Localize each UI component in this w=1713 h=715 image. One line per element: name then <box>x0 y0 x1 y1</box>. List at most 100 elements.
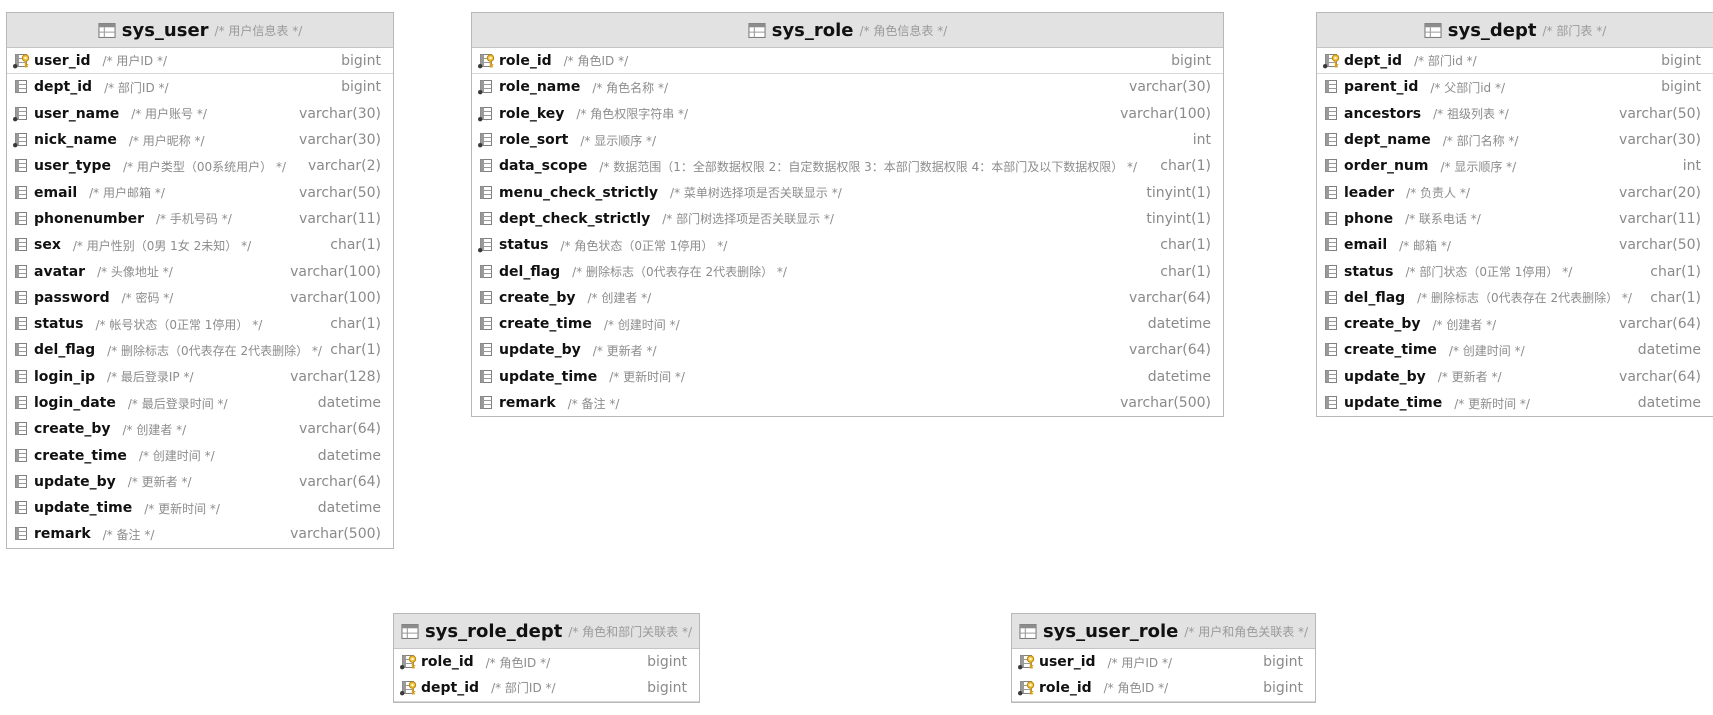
column-icon <box>480 290 492 304</box>
column-icon-wrap <box>477 132 499 148</box>
column-row-data-scope[interactable]: data_scope/* 数据范围（1：全部数据权限 2：自定数据权限 3：本部… <box>472 153 1223 179</box>
table-header[interactable]: sys_role_dept/* 角色和部门关联表 */ <box>394 613 699 649</box>
column-comment: /* 最后登录IP */ <box>107 370 194 385</box>
column-icon-wrap <box>1017 680 1039 696</box>
column-row-update-by[interactable]: update_by/* 更新者 */varchar(64) <box>472 337 1223 363</box>
column-name: parent_id <box>1344 79 1419 96</box>
column-row-remark[interactable]: remark/* 备注 */varchar(500) <box>7 521 393 547</box>
column-comment: /* 角色名称 */ <box>592 80 669 95</box>
column-row-role-sort[interactable]: role_sort/* 显示顺序 */int <box>472 127 1223 153</box>
column-icon <box>15 185 27 199</box>
column-row-user-id[interactable]: user_id/* 用户ID */bigint <box>7 48 393 75</box>
table-sys-dept[interactable]: sys_dept/* 部门表 */dept_id/* 部门id */bigint… <box>1316 12 1713 418</box>
column-name: update_time <box>34 500 133 517</box>
column-row-ancestors[interactable]: ancestors/* 祖级列表 */varchar(50) <box>1317 101 1713 127</box>
column-icon-wrap <box>477 79 499 95</box>
column-row-dept-id[interactable]: dept_id/* 部门ID */bigint <box>7 74 393 100</box>
column-row-role-id[interactable]: role_id/* 角色ID */bigint <box>1012 675 1315 702</box>
column-row-update-by[interactable]: update_by/* 更新者 */varchar(64) <box>7 469 393 495</box>
column-icon-wrap <box>477 53 499 69</box>
column-row-status[interactable]: status/* 帐号状态（0正常 1停用） */char(1) <box>7 311 393 337</box>
table-header[interactable]: sys_dept/* 部门表 */ <box>1317 12 1713 48</box>
required-column-icon <box>478 80 492 95</box>
column-row-email[interactable]: email/* 用户邮箱 */varchar(50) <box>7 179 393 205</box>
column-row-del-flag[interactable]: del_flag/* 删除标志（0代表存在 2代表删除） */char(1) <box>472 258 1223 284</box>
table-header[interactable]: sys_user/* 用户信息表 */ <box>7 12 393 48</box>
column-row-leader[interactable]: leader/* 负责人 */varchar(20) <box>1317 179 1713 205</box>
column-row-role-id[interactable]: role_id/* 角色ID */bigint <box>472 48 1223 75</box>
column-row-login-date[interactable]: login_date/* 最后登录时间 */datetime <box>7 390 393 416</box>
column-row-dept-id[interactable]: dept_id/* 部门id */bigint <box>1317 48 1713 75</box>
column-row-order-num[interactable]: order_num/* 显示顺序 */int <box>1317 153 1713 179</box>
column-row-user-id[interactable]: user_id/* 用户ID */bigint <box>1012 649 1315 675</box>
column-row-avatar[interactable]: avatar/* 头像地址 */varchar(100) <box>7 258 393 284</box>
column-icon <box>15 211 27 225</box>
column-row-nick-name[interactable]: nick_name/* 用户昵称 */varchar(30) <box>7 127 393 153</box>
column-row-user-name[interactable]: user_name/* 用户账号 */varchar(30) <box>7 101 393 127</box>
column-row-dept-id[interactable]: dept_id/* 部门ID */bigint <box>394 675 699 702</box>
column-comment: /* 用户邮箱 */ <box>89 186 165 201</box>
table-sys-user[interactable]: sys_user/* 用户信息表 */user_id/* 用户ID */bigi… <box>6 12 394 549</box>
column-icon-wrap <box>477 290 499 306</box>
column-comment: /* 创建时间 */ <box>1448 343 1525 358</box>
column-row-remark[interactable]: remark/* 备注 */varchar(500) <box>472 390 1223 416</box>
column-type: varchar(100) <box>290 289 381 306</box>
column-row-user-type[interactable]: user_type/* 用户类型（00系统用户） */varchar(2) <box>7 153 393 179</box>
column-type: char(1) <box>1650 263 1701 280</box>
column-name: user_type <box>34 158 112 175</box>
column-type: bigint <box>1661 79 1701 96</box>
column-row-status[interactable]: status/* 部门状态（0正常 1停用） */char(1) <box>1317 258 1713 284</box>
table-sys-user-role[interactable]: sys_user_role/* 用户和角色关联表 */user_id/* 用户I… <box>1011 613 1316 703</box>
table-sys-role[interactable]: sys_role/* 角色信息表 */role_id/* 角色ID */bigi… <box>471 12 1224 418</box>
column-row-create-time[interactable]: create_time/* 创建时间 */datetime <box>1317 337 1713 363</box>
column-row-role-key[interactable]: role_key/* 角色权限字符串 */varchar(100) <box>472 101 1223 127</box>
column-name: remark <box>499 395 556 411</box>
column-icon-wrap <box>477 264 499 280</box>
column-row-menu-check-strictly[interactable]: menu_check_strictly/* 菜单树选择项是否关联显示 */tin… <box>472 179 1223 205</box>
column-name: role_sort <box>499 132 569 149</box>
column-row-role-name[interactable]: role_name/* 角色名称 */varchar(30) <box>472 74 1223 100</box>
column-comment: /* 更新者 */ <box>1437 370 1502 385</box>
column-comment: /* 头像地址 */ <box>97 265 173 280</box>
table-header[interactable]: sys_user_role/* 用户和角色关联表 */ <box>1012 613 1315 649</box>
column-row-parent-id[interactable]: parent_id/* 父部门id */bigint <box>1317 74 1713 100</box>
column-row-del-flag[interactable]: del_flag/* 删除标志（0代表存在 2代表删除） */char(1) <box>7 337 393 363</box>
column-row-update-time[interactable]: update_time/* 更新时间 */datetime <box>1317 390 1713 416</box>
table-header[interactable]: sys_role/* 角色信息表 */ <box>472 12 1223 48</box>
column-row-update-time[interactable]: update_time/* 更新时间 */datetime <box>7 495 393 521</box>
column-icon-wrap <box>12 106 34 122</box>
table-sys-role-dept[interactable]: sys_role_dept/* 角色和部门关联表 */role_id/* 角色I… <box>393 613 700 703</box>
column-type: bigint <box>1263 679 1303 696</box>
column-comment: /* 删除标志（0代表存在 2代表删除） */ <box>572 265 787 280</box>
column-icon <box>1325 317 1337 331</box>
column-row-phonenumber[interactable]: phonenumber/* 手机号码 */varchar(11) <box>7 206 393 232</box>
column-name: create_time <box>34 447 127 464</box>
column-row-update-time[interactable]: update_time/* 更新时间 */datetime <box>472 364 1223 390</box>
column-name: login_ip <box>34 368 96 385</box>
column-name: dept_id <box>34 79 93 96</box>
column-row-del-flag[interactable]: del_flag/* 删除标志（0代表存在 2代表删除） */char(1) <box>1317 285 1713 311</box>
column-row-create-by[interactable]: create_by/* 创建者 */varchar(64) <box>472 285 1223 311</box>
column-row-create-by[interactable]: create_by/* 创建者 */varchar(64) <box>7 416 393 442</box>
column-row-role-id[interactable]: role_id/* 角色ID */bigint <box>394 649 699 675</box>
column-row-login-ip[interactable]: login_ip/* 最后登录IP */varchar(128) <box>7 364 393 390</box>
column-row-dept-name[interactable]: dept_name/* 部门名称 */varchar(30) <box>1317 127 1713 153</box>
column-row-phone[interactable]: phone/* 联系电话 */varchar(11) <box>1317 206 1713 232</box>
column-icon <box>15 448 27 462</box>
table-name: sys_role <box>771 19 854 41</box>
column-row-create-time[interactable]: create_time/* 创建时间 */datetime <box>7 442 393 468</box>
column-row-create-by[interactable]: create_by/* 创建者 */varchar(64) <box>1317 311 1713 337</box>
column-row-create-time[interactable]: create_time/* 创建时间 */datetime <box>472 311 1223 337</box>
column-row-email[interactable]: email/* 邮箱 */varchar(50) <box>1317 232 1713 258</box>
column-icon <box>1325 106 1337 120</box>
column-comment: /* 邮箱 */ <box>1399 238 1451 253</box>
column-type: varchar(50) <box>299 184 381 201</box>
column-row-update-by[interactable]: update_by/* 更新者 */varchar(64) <box>1317 364 1713 390</box>
column-row-password[interactable]: password/* 密码 */varchar(100) <box>7 285 393 311</box>
column-name: leader <box>1344 184 1395 201</box>
column-icon <box>480 159 492 173</box>
column-row-dept-check-strictly[interactable]: dept_check_strictly/* 部门树选择项是否关联显示 */tin… <box>472 206 1223 232</box>
column-row-sex[interactable]: sex/* 用户性别（0男 1女 2未知） */char(1) <box>7 232 393 258</box>
column-row-status[interactable]: status/* 角色状态（0正常 1停用） */char(1) <box>472 232 1223 258</box>
column-type: varchar(100) <box>290 263 381 280</box>
